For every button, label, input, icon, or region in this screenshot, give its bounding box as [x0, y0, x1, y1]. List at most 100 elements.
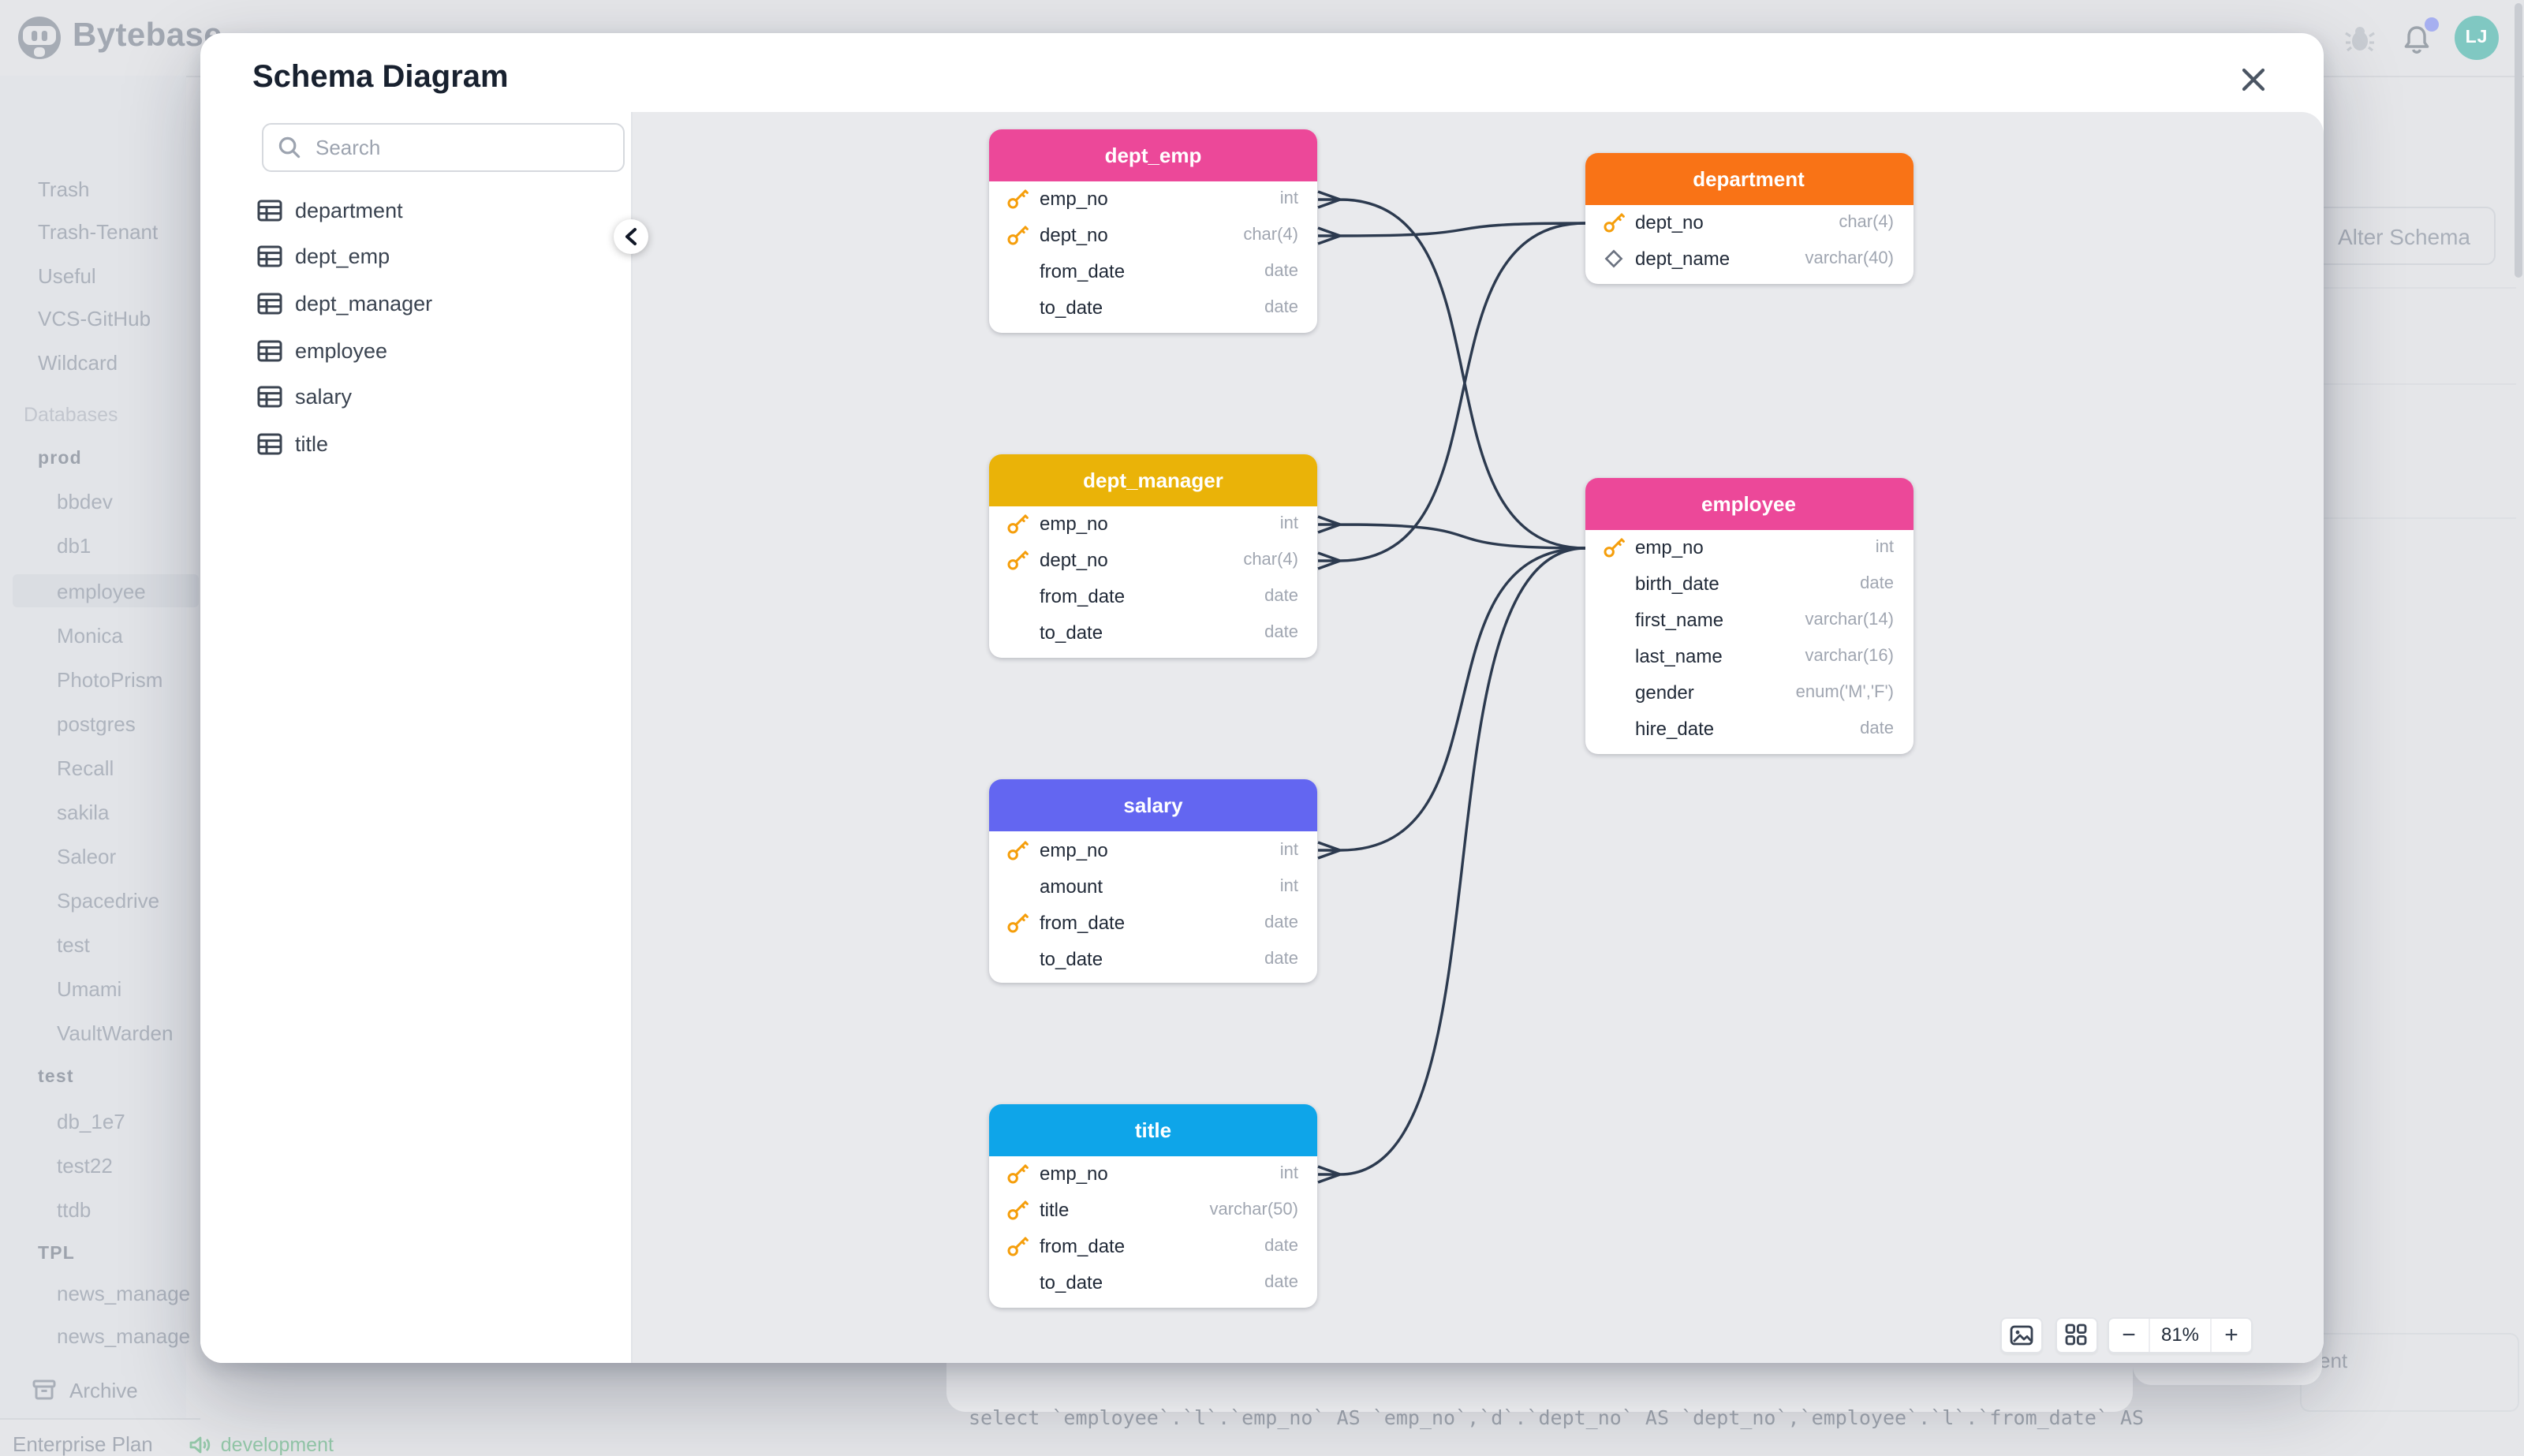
field-type: char(4): [1243, 226, 1298, 245]
diagram-canvas[interactable]: [631, 111, 2324, 1362]
entity-field-emp_no: emp_no int: [989, 181, 1317, 217]
sidebar-database-VaultWarden[interactable]: VaultWarden: [57, 1021, 174, 1045]
table-list-item-dept_manager[interactable]: dept_manager: [200, 280, 631, 327]
field-name: emp_no: [1040, 188, 1108, 210]
alter-schema-button[interactable]: Alter Schema: [2313, 207, 2496, 265]
sidebar-item[interactable]: Useful: [38, 263, 96, 288]
sql-statement-fragment: select `employee`.`l`.`emp_no` AS `emp_n…: [969, 1406, 2145, 1429]
sidebar-database-test[interactable]: test: [57, 932, 90, 957]
auto-layout-button[interactable]: [2055, 1316, 2097, 1353]
sidebar-item[interactable]: Wildcard: [38, 350, 118, 375]
export-image-button[interactable]: [2000, 1316, 2043, 1353]
table-list-item-department[interactable]: department: [200, 187, 631, 233]
table-icon: [257, 246, 282, 268]
sidebar-database-Recall[interactable]: Recall: [57, 756, 114, 780]
field-name: from_date: [1040, 1235, 1126, 1257]
environment-badge: development: [220, 1433, 334, 1455]
table-list-item-salary[interactable]: salary: [200, 374, 631, 420]
field-name: from_date: [1040, 911, 1126, 933]
sidebar-database-db1[interactable]: db1: [57, 534, 91, 558]
sidebar-database-bbdev[interactable]: bbdev: [57, 490, 113, 514]
sidebar-database-employee[interactable]: employee: [57, 579, 146, 603]
image-icon: [2010, 1324, 2033, 1345]
zoom-level: 81%: [2149, 1318, 2212, 1351]
zoom-in-button[interactable]: +: [2224, 1321, 2238, 1348]
sidebar-database-test22[interactable]: test22: [57, 1154, 113, 1178]
sidebar-database-news_manage[interactable]: news_manage: [57, 1324, 191, 1348]
user-avatar[interactable]: LJ: [2455, 16, 2499, 60]
primary-key-icon: [1007, 1164, 1029, 1184]
field-name: to_date: [1040, 622, 1103, 644]
primary-key-icon: [1007, 226, 1029, 245]
field-name: to_date: [1040, 947, 1103, 969]
sidebar-database-sakila[interactable]: sakila: [57, 800, 110, 824]
bug-icon[interactable]: [2344, 24, 2376, 55]
sidebar-database-db_1e7[interactable]: db_1e7: [57, 1110, 125, 1134]
sidebar-database-news_manage[interactable]: news_manage: [57, 1282, 191, 1305]
table-icon: [257, 200, 282, 222]
primary-key-icon: [1007, 1200, 1029, 1220]
table-list-item-dept_emp[interactable]: dept_emp: [200, 233, 631, 280]
collapse-panel-button[interactable]: [614, 219, 648, 254]
background-input-box: [2300, 1333, 2519, 1412]
sidebar-group-TPL: TPL: [38, 1245, 76, 1264]
search-icon: [278, 136, 301, 159]
sidebar-item[interactable]: VCS-GitHub: [38, 307, 151, 331]
table-list-item-title[interactable]: title: [200, 420, 631, 467]
field-name: title: [1040, 1199, 1070, 1221]
sidebar-item[interactable]: Trash-Tenant: [38, 220, 159, 245]
sidebar-item[interactable]: Trash: [38, 177, 90, 200]
field-name: first_name: [1635, 609, 1724, 631]
primary-key-icon: [1603, 213, 1624, 233]
page-scrollbar[interactable]: [2515, 3, 2522, 278]
sidebar-database-Monica[interactable]: Monica: [57, 623, 123, 648]
sidebar-database-PhotoPrism[interactable]: PhotoPrism: [57, 667, 163, 692]
entity-header: title: [989, 1103, 1317, 1155]
entity-field-title: title varchar(50): [989, 1192, 1317, 1228]
field-type: date: [1860, 574, 1894, 593]
field-type: date: [1264, 913, 1298, 931]
field-name: dept_name: [1635, 248, 1731, 270]
zoom-out-button[interactable]: −: [2122, 1321, 2136, 1348]
sidebar-database-postgres[interactable]: postgres: [57, 711, 136, 736]
sidebar-database-ttdb[interactable]: ttdb: [57, 1197, 91, 1222]
primary-key-icon: [1007, 189, 1029, 209]
sidebar-item-archive[interactable]: Archive: [32, 1377, 138, 1402]
field-type: int: [1279, 1164, 1298, 1183]
table-list-label: department: [295, 198, 403, 222]
field-type: varchar(50): [1209, 1200, 1299, 1219]
sidebar-database-Spacedrive[interactable]: Spacedrive: [57, 888, 160, 913]
table-list-label: employee: [295, 338, 388, 363]
field-type: char(4): [1243, 551, 1298, 569]
field-name: dept_no: [1635, 211, 1704, 233]
sidebar-database-Saleor[interactable]: Saleor: [57, 844, 117, 868]
primary-key-icon: [1007, 551, 1029, 570]
search-input[interactable]: [312, 134, 609, 161]
field-type: int: [1279, 189, 1298, 208]
field-name: hire_date: [1635, 718, 1715, 740]
sidebar-database-Umami[interactable]: Umami: [57, 976, 122, 1001]
app-title: Bytebase: [73, 17, 222, 54]
table-list-item-employee[interactable]: employee: [200, 327, 631, 374]
background-row-divider: [2324, 383, 2516, 384]
close-button[interactable]: [2233, 59, 2274, 100]
field-type: date: [1264, 1273, 1298, 1292]
notification-bell-icon[interactable]: [2401, 24, 2433, 55]
field-name: gender: [1635, 681, 1694, 704]
